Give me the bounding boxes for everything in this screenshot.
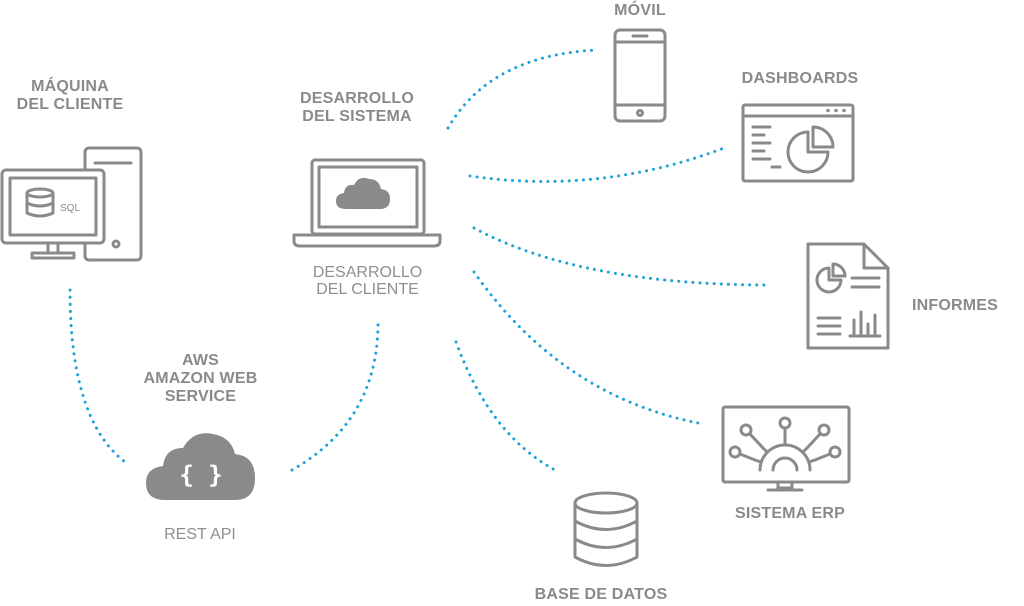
- laptop-cloud-icon: [292, 158, 442, 248]
- reports-label: INFORMES: [911, 297, 999, 314]
- client-dev-label-line2: DEL CLIENTE: [316, 281, 419, 298]
- connector-dev-erp: [472, 270, 700, 425]
- braces-text: { }: [179, 461, 222, 489]
- erp-monitor-icon: [721, 405, 851, 492]
- sql-text: SQL: [60, 203, 80, 214]
- connector-aws-client-dev: [290, 316, 380, 472]
- mobile-phone-icon: [613, 28, 667, 123]
- database-label: BASE DE DATOS: [534, 586, 668, 603]
- client-machine-label: MÁQUINA DEL CLIENTE: [14, 78, 126, 114]
- dashboard-window-icon: [741, 103, 855, 183]
- aws-label-line3: SERVICE: [164, 388, 237, 405]
- aws-label: AWS AMAZON WEB SERVICE: [128, 352, 273, 406]
- connector-dev-reports: [472, 226, 772, 287]
- client-machine-icon: SQL: [0, 146, 143, 262]
- mobile-label: MÓVIL: [614, 2, 666, 19]
- system-dev-label: DESARROLLO DEL SISTEMA: [292, 90, 422, 126]
- erp-label: SISTEMA ERP: [734, 505, 846, 522]
- connector-client-machine-aws: [68, 288, 127, 464]
- rest-api-label: REST API: [164, 526, 236, 543]
- client-dev-label-line1: DESARROLLO: [312, 264, 423, 281]
- connector-dev-dashboards: [468, 146, 726, 183]
- report-document-icon: [806, 242, 890, 350]
- connector-dev-database: [454, 340, 557, 472]
- cloud-api-icon: { }: [146, 433, 255, 500]
- system-dev-label-line1: DESARROLLO: [300, 90, 414, 107]
- dashboards-label: DASHBOARDS: [741, 70, 859, 87]
- aws-label-line2: AMAZON WEB: [143, 370, 258, 387]
- aws-label-line1: AWS: [181, 352, 220, 369]
- client-dev-label: DESARROLLO DEL CLIENTE: [300, 264, 435, 298]
- client-machine-label-line2: DEL CLIENTE: [16, 96, 124, 113]
- system-dev-label-line2: DEL SISTEMA: [302, 108, 412, 125]
- connector-dev-mobile: [446, 48, 600, 130]
- client-machine-label-line1: MÁQUINA: [31, 78, 109, 95]
- database-icon: [573, 491, 639, 567]
